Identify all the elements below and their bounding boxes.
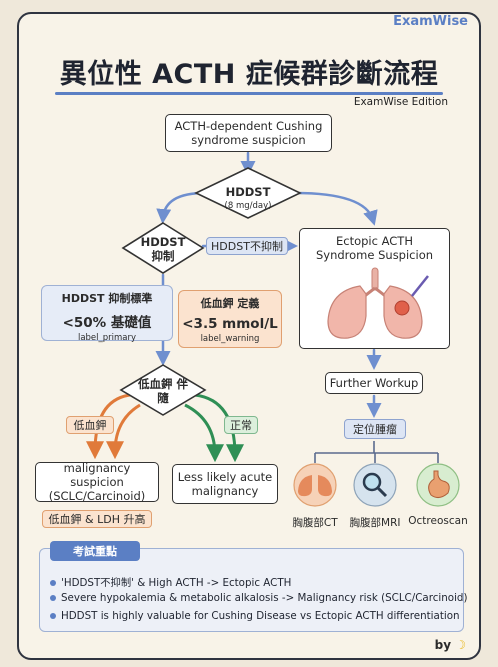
imaging-icons bbox=[293, 463, 460, 507]
start-box: ACTH-dependent Cushing syndrome suspicio… bbox=[165, 114, 332, 152]
byline: by ☽ bbox=[435, 638, 466, 652]
banana-icon: ☽ bbox=[455, 638, 466, 652]
hypok-def-heading: 低血鉀 定義 bbox=[200, 297, 260, 310]
key-point-1-text: 'HDDST不抑制' & High ACTH -> Ectopic ACTH bbox=[61, 577, 292, 589]
page-title: 異位性 ACTH 症候群診斷流程 bbox=[59, 59, 439, 90]
localize-pill: 定位腫瘤 bbox=[344, 419, 406, 439]
magnifier-icon bbox=[353, 463, 397, 507]
imaging-label-octreo: Octreoscan bbox=[408, 515, 468, 527]
workup-box: Further Workup bbox=[325, 372, 423, 394]
ldh-pill: 低血鉀 & LDH 升高 bbox=[42, 510, 152, 528]
pointer-arrow-icon bbox=[411, 275, 429, 297]
hddst-diamond-label: HDDST bbox=[225, 185, 271, 199]
hddst-diamond: HDDST (8 mg/day) bbox=[208, 185, 288, 213]
imaging-label-mri: 胸腹部MRI bbox=[349, 517, 401, 529]
hddst-criteria-label: label_primary bbox=[77, 333, 137, 343]
imaging-label-ct: 胸腹部CT bbox=[292, 517, 338, 529]
suppressed-diamond: HDDST 抑制 bbox=[140, 235, 186, 263]
ectopic-box-label: Ectopic ACTH Syndrome Suspicion bbox=[315, 234, 434, 262]
hddst-criteria-heading: HDDST 抑制標準 bbox=[61, 292, 153, 305]
title-underline bbox=[55, 92, 443, 95]
brand-logo: ExamWise bbox=[393, 14, 468, 29]
arrow-hypok-normal bbox=[194, 393, 244, 463]
hypok-def-card: 低血鉀 定義 <3.5 mmol/L label_warning bbox=[178, 290, 282, 348]
low-k-pill: 低血鉀 bbox=[66, 416, 114, 434]
hypok-def-label: label_warning bbox=[200, 334, 260, 344]
tumor-icon bbox=[394, 300, 410, 316]
lungs-illustration bbox=[327, 267, 429, 339]
hypok-diamond-shape bbox=[119, 364, 207, 416]
bullet-icon bbox=[50, 595, 56, 601]
lungs-icon bbox=[293, 463, 337, 507]
key-point-2: Severe hypokalemia & metabolic alkalosis… bbox=[50, 592, 468, 604]
bullet-icon bbox=[50, 613, 56, 619]
hypok-def-value: <3.5 mmol/L bbox=[182, 316, 278, 332]
bullet-icon bbox=[50, 580, 56, 586]
hddst-criteria-card: HDDST 抑制標準 <50% 基礎值 label_primary bbox=[41, 285, 173, 343]
less-likely-box: Less likely acute malignancy bbox=[172, 464, 278, 504]
key-point-2-text: Severe hypokalemia & metabolic alkalosis… bbox=[61, 592, 468, 604]
key-point-3-text: HDDST is highly valuable for Cushing Dis… bbox=[61, 610, 460, 622]
key-points-panel bbox=[39, 548, 464, 632]
hypok-diamond: 低血鉀 伴隨 bbox=[137, 377, 188, 405]
key-point-3: HDDST is highly valuable for Cushing Dis… bbox=[50, 610, 460, 622]
edition-label: ExamWise Edition bbox=[353, 96, 448, 108]
hddst-criteria-value: <50% 基礎值 bbox=[62, 315, 152, 331]
stomach-icon bbox=[416, 463, 460, 507]
arrow-hddst-to-ectopic bbox=[293, 191, 378, 226]
normal-pill: 正常 bbox=[224, 416, 258, 434]
suppressed-diamond-shape bbox=[121, 222, 205, 274]
arrow-hypok-low-2 bbox=[106, 403, 141, 460]
arrow-hypok-normal-2 bbox=[184, 403, 224, 463]
malignancy-box: malignancy suspicion (SCLC/Carcinoid) bbox=[35, 461, 159, 503]
hddst-diamond-shape bbox=[194, 167, 302, 219]
key-point-1: 'HDDST不抑制' & High ACTH -> Ectopic ACTH bbox=[50, 574, 291, 589]
key-points-title: 考試重點 bbox=[50, 541, 140, 561]
arrow-hypok-low bbox=[86, 393, 131, 460]
hddst-diamond-sub: (8 mg/day) bbox=[224, 201, 272, 211]
byline-text: by bbox=[434, 638, 452, 652]
not-suppressed-pill: HDDST不抑制 bbox=[206, 237, 288, 255]
arrow-hddst-to-suppressed bbox=[156, 191, 207, 224]
